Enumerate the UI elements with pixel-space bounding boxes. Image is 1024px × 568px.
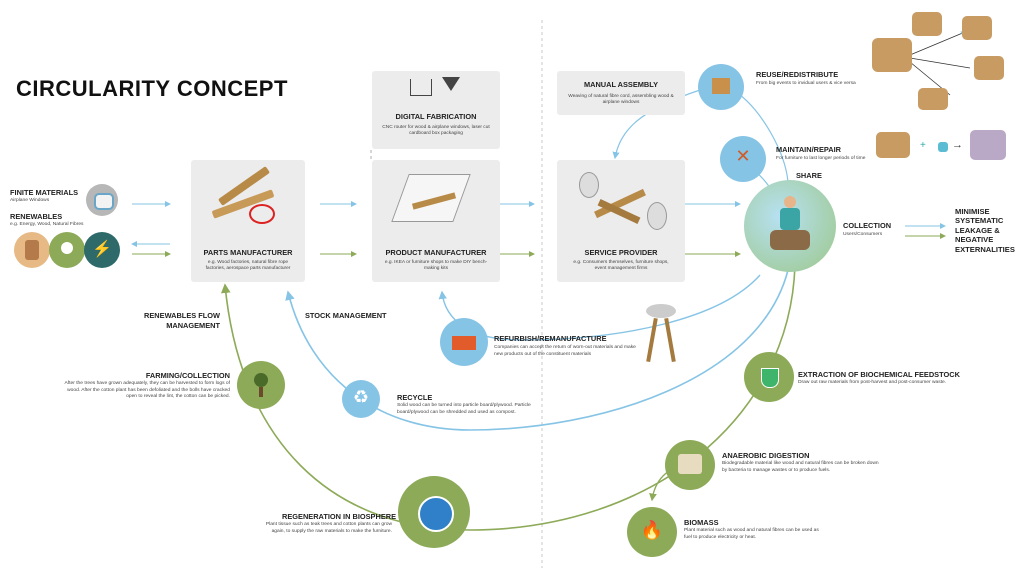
parts-manufacturer-desc: e.g. Wood factories, natural fibre rope … xyxy=(205,260,291,272)
recycle-desc: Solid wood can be turned into particle b… xyxy=(397,403,531,415)
earth-icon xyxy=(418,496,454,532)
extraction-circle xyxy=(744,352,794,402)
product-manufacturer-card: PRODUCT MANUFACTURER e.g. IKEA or furnit… xyxy=(372,160,500,282)
bench-image-2 xyxy=(912,12,942,36)
recycle-circle: ♻ xyxy=(342,380,380,418)
share-title: SHARE xyxy=(796,171,822,180)
bench-image xyxy=(872,38,912,72)
leakage-title: MINIMISE SYSTEMATIC LEAKAGE & NEGATIVE E… xyxy=(955,207,1015,254)
laser-cutter-icon xyxy=(442,77,460,91)
digital-fabrication-desc: CNC router for wood & airplane windows, … xyxy=(382,125,490,137)
farming-circle xyxy=(237,361,285,409)
maintain-title: MAINTAIN/REPAIR xyxy=(776,145,842,154)
arrow-right-icon: → xyxy=(952,139,963,151)
manual-assembly-desc: Weaving of natural fibre cord, assemblin… xyxy=(568,94,674,106)
renewables-title: RENEWABLES xyxy=(10,212,63,221)
bench-seat-icon xyxy=(770,230,810,250)
reuse-circle xyxy=(698,64,744,110)
reuse-desc: From big events to invidual users & vice… xyxy=(756,81,856,86)
user-head-icon xyxy=(784,196,796,208)
cnc-router-icon xyxy=(410,79,432,96)
biomass-title: BIOMASS xyxy=(684,518,719,527)
energy-icon: ⚡ xyxy=(84,232,120,268)
service-provider-card: SERVICE PROVIDER e.g. Consumers themselv… xyxy=(557,160,685,282)
worn-bench-image xyxy=(876,132,910,158)
regeneration-desc: Plant tissue such as teak trees and cott… xyxy=(265,522,392,534)
flask-icon xyxy=(761,368,779,388)
farming-desc: After the trees have grown adequately, t… xyxy=(64,381,230,400)
repaired-bench-image xyxy=(970,130,1006,160)
collection-desc: Users/Consumers xyxy=(843,232,883,237)
maintain-circle: ✕ xyxy=(720,136,766,182)
digital-fabrication-card: DIGITAL FABRICATION CNC router for wood … xyxy=(372,71,500,149)
service-provider-title: SERVICE PROVIDER xyxy=(584,248,658,257)
bench-image-3 xyxy=(962,16,992,40)
airplane-window-icon xyxy=(86,184,118,216)
refurbish-desc: Companies can accept the return of worn-… xyxy=(494,345,636,357)
regeneration-circle xyxy=(398,476,470,548)
reuse-title: REUSE/REDISTRIBUTE xyxy=(756,70,839,79)
finite-materials-desc: Airplane Windows xyxy=(10,198,50,203)
refurbish-title: REFURBISH/REMANUFACTURE xyxy=(494,334,607,343)
wood-log-icon xyxy=(14,232,50,268)
stock-management-title: STOCK MANAGEMENT xyxy=(305,311,387,320)
cotton-icon xyxy=(49,232,85,268)
stool-image xyxy=(636,300,692,368)
regeneration-title: REGENERATION IN BIOSPHERE xyxy=(282,512,397,521)
user-body-icon xyxy=(780,208,800,230)
renewables-desc: e.g. Energy, Wood, Natural Fibres xyxy=(10,222,84,227)
factory-icon xyxy=(452,336,476,350)
tools-icon: ✕ xyxy=(735,146,751,166)
biomass-desc: Plant material such as wood and natural … xyxy=(684,528,819,540)
plus-icon: + xyxy=(920,140,926,151)
collection-circle xyxy=(744,180,836,272)
parts-manufacturer-card: PARTS MANUFACTURER e.g. Wood factories, … xyxy=(191,160,305,282)
digester-icon xyxy=(678,454,702,474)
airplane-window-part-icon-2 xyxy=(647,202,667,230)
refurbish-circle xyxy=(440,318,488,366)
manual-assembly-title: MANUAL ASSEMBLY xyxy=(583,80,659,89)
airplane-window-part-icon xyxy=(579,172,599,198)
tree-icon xyxy=(254,373,268,387)
page-title: CIRCULARITY CONCEPT xyxy=(16,76,288,101)
bench-image-4 xyxy=(974,56,1004,80)
rope-icon xyxy=(249,204,275,224)
finite-materials-title: FINITE MATERIALS xyxy=(10,188,79,197)
service-provider-desc: e.g. Consumers themselves, furniture sho… xyxy=(573,260,669,272)
extraction-desc: Draw out raw materials from post-harvest… xyxy=(798,380,947,385)
cord-spool-icon xyxy=(938,142,948,152)
maintain-desc: For furniture to last longer periods of … xyxy=(776,156,866,161)
anaerobic-title: ANAEROBIC DIGESTION xyxy=(722,451,810,460)
parts-manufacturer-title: PARTS MANUFACTURER xyxy=(203,248,293,257)
digital-fabrication-title: DIGITAL FABRICATION xyxy=(395,112,477,121)
farming-title: FARMING/COLLECTION xyxy=(145,371,230,380)
anaerobic-desc: Biodegradable material like wood and nat… xyxy=(722,461,879,473)
box-icon xyxy=(712,78,730,94)
bench-image-5 xyxy=(918,88,948,110)
collection-title: COLLECTION xyxy=(843,221,892,230)
recycle-title: RECYCLE xyxy=(397,393,433,402)
product-manufacturer-desc: e.g. IKEA or furniture shops to make DIY… xyxy=(384,260,488,272)
recycle-icon: ♻ xyxy=(352,387,370,407)
renewables-flow-title: RENEWABLES FLOW MANAGEMENT xyxy=(144,311,220,330)
anaerobic-circle xyxy=(665,440,715,490)
fire-icon: 🔥 xyxy=(640,520,664,540)
product-manufacturer-title: PRODUCT MANUFACTURER xyxy=(385,248,487,257)
manual-assembly-card: MANUAL ASSEMBLY Weaving of natural fibre… xyxy=(557,71,685,115)
biomass-circle: 🔥 xyxy=(627,507,677,557)
extraction-title: EXTRACTION OF BIOCHEMICAL FEEDSTOCK xyxy=(798,370,960,379)
